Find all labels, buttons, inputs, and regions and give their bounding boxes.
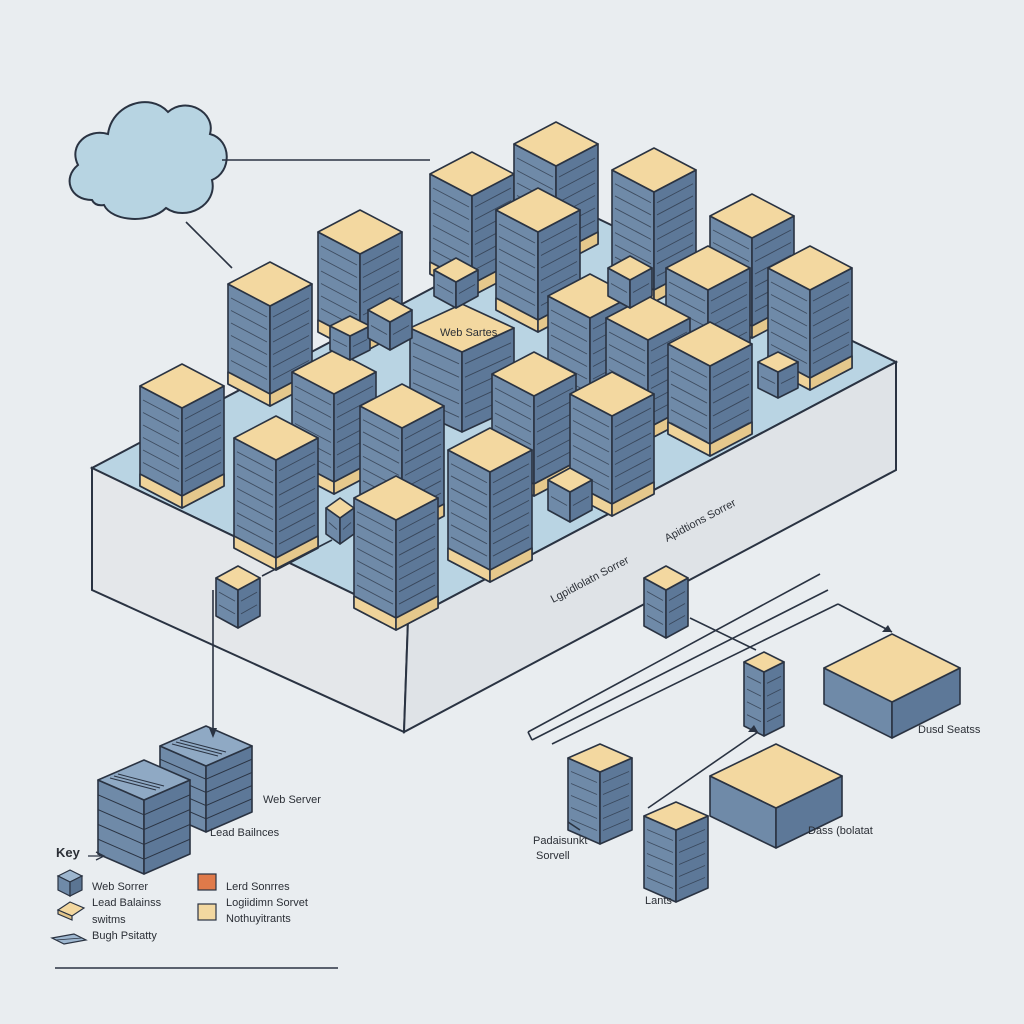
platform-top-label: Web Sartes	[440, 327, 498, 339]
legend-label: Nothuyitrants	[226, 913, 291, 925]
server-rack-icon	[569, 371, 655, 517]
server-rack-icon	[325, 497, 355, 545]
server-racks	[97, 121, 961, 903]
arrowheads	[748, 625, 892, 732]
web-server-unit-icon	[97, 759, 191, 875]
server-rack-icon	[447, 427, 533, 583]
legend: Key Web Sorrer Lead Balainss switms Bugh…	[50, 845, 338, 969]
server-rack-icon	[233, 415, 319, 571]
legend-label: switms	[92, 914, 126, 926]
tan-cube-icon	[56, 901, 86, 921]
lants-label: Lants	[645, 895, 672, 907]
tan-square-icon	[197, 903, 217, 921]
legend-label: Lerd Sonrres	[226, 881, 290, 893]
server-rack-icon	[547, 467, 593, 523]
legend-label: Logiidimn Sorvet	[226, 897, 308, 909]
server-rack-icon	[409, 303, 515, 433]
server-rack-icon	[643, 801, 709, 903]
storage-box-icon	[709, 743, 843, 849]
right-connection-lines	[527, 573, 893, 831]
server-rack-icon	[767, 245, 853, 391]
orange-square-icon	[197, 873, 217, 891]
dass-label: Dass (bolatat	[808, 825, 873, 837]
server-rack-icon	[667, 321, 753, 457]
cable-icon	[50, 933, 88, 945]
server-rack-icon	[139, 363, 225, 509]
server-rack-icon	[643, 565, 689, 639]
lead-balances-label: Lead Bailnces	[210, 827, 280, 839]
blue-cube-icon	[56, 869, 84, 897]
server-rack-icon	[743, 651, 785, 737]
server-rack-icon	[367, 297, 413, 351]
server-rack-icon	[433, 257, 479, 309]
server-rack-icon	[353, 475, 439, 631]
padaisunkt-label: Padaisunkt	[533, 835, 587, 847]
server-rack-icon	[329, 315, 371, 361]
server-rack-icon	[567, 743, 633, 845]
legend-label: Bugh Psitatty	[92, 930, 157, 942]
server-rack-icon	[757, 351, 799, 399]
dusd-seatss-label: Dusd Seatss	[918, 724, 981, 736]
legend-label: Lead Balainss	[92, 897, 162, 909]
sorvell-label: Sorvell	[536, 850, 570, 862]
legend-label: Web Sorrer	[92, 881, 148, 893]
server-rack-icon	[607, 255, 653, 309]
legend-title: Key	[56, 845, 81, 860]
storage-box-icon	[823, 633, 961, 739]
web-server-link-lines	[209, 539, 333, 738]
server-rack-icon	[215, 565, 261, 629]
connection-lines	[185, 159, 430, 269]
web-server-label: Web Server	[263, 794, 321, 806]
cloud-icon	[68, 101, 228, 220]
